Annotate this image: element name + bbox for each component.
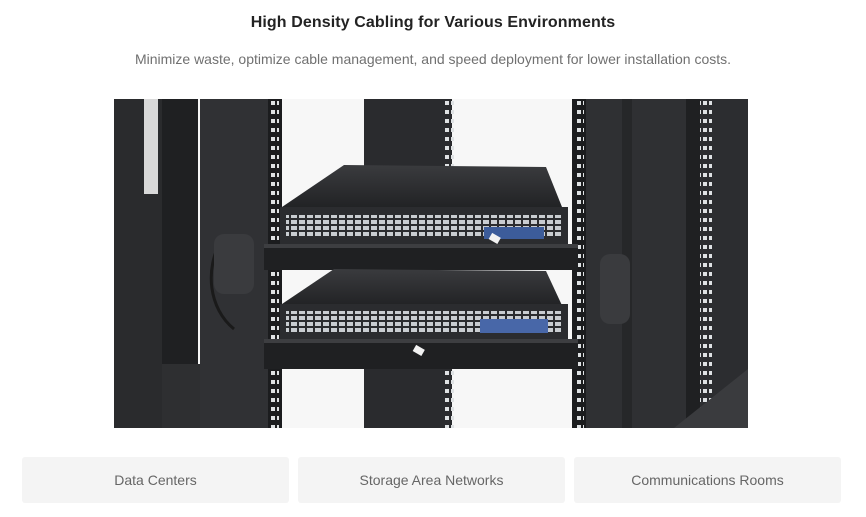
tab-communications-rooms[interactable]: Communications Rooms [574, 457, 841, 503]
environment-tabs: Data Centers Storage Area Networks Commu… [22, 457, 842, 503]
rack-illustration [114, 99, 748, 428]
rack-product-image [114, 99, 748, 428]
section-subtitle: Minimize waste, optimize cable managemen… [134, 51, 732, 67]
section-title: High Density Cabling for Various Environ… [250, 14, 616, 31]
tab-data-centers[interactable]: Data Centers [22, 457, 289, 503]
tab-storage-area-networks[interactable]: Storage Area Networks [298, 457, 565, 503]
